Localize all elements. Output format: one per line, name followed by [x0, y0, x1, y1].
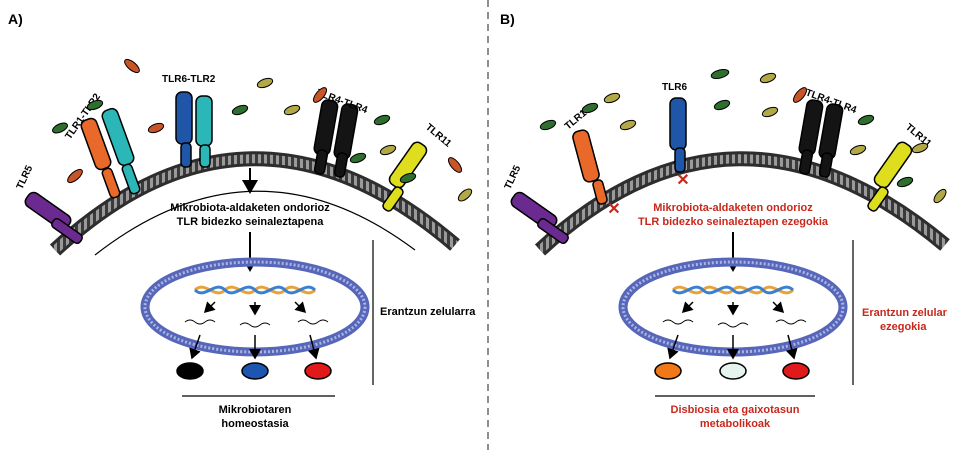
nucleus-texture: [143, 260, 367, 354]
response-label-line2-b: ezegokia: [880, 321, 927, 333]
output-arrows: [189, 334, 320, 360]
tlr1-tlr2-receptor: [80, 107, 141, 199]
outcome-black: [176, 362, 204, 380]
panel-a: A) TLR5 TLR1-TLR2 TLR6-TLR2: [8, 11, 476, 430]
tlr6-tlr2-label: TLR6-TLR2: [162, 74, 216, 85]
tlr6-blocked-mark: ✕: [676, 172, 689, 189]
bacteria-cluster-b: [539, 68, 947, 204]
dna-helix: [193, 285, 317, 295]
tlr1-blocked-mark: ✕: [607, 201, 620, 218]
outcome-blue: [241, 362, 269, 380]
tlr5-label-b: TLR5: [503, 164, 524, 192]
tlr4-tlr4-receptor-b: [798, 99, 844, 178]
tlr6-label-b: TLR6: [662, 82, 687, 93]
tlr5-receptor-b: [510, 191, 569, 245]
response-label: Erantzun zelularra: [380, 306, 476, 318]
tlr11-label: TLR11: [423, 122, 453, 150]
panel-a-tag: A): [8, 11, 23, 27]
outcome-line1: Mikrobiotaren: [219, 404, 292, 416]
tlr11-receptor: [382, 141, 428, 212]
outcome-pale: [719, 362, 747, 380]
panel-b-tag: B): [500, 11, 515, 27]
cell-membrane-texture: [51, 154, 458, 254]
outcome-red-b: [782, 362, 810, 380]
output-arrows-b: [667, 334, 798, 360]
outcome-red: [304, 362, 332, 380]
outcome-line2-b: metabolikoak: [700, 418, 771, 430]
transcription-arrows: [184, 301, 329, 328]
signal-text-line1-b: Mikrobiota-aldaketen ondorioz: [653, 202, 813, 214]
bacteria-cluster: [52, 58, 473, 202]
response-label-line1-b: Erantzun zelular: [862, 307, 948, 319]
tlr4-tlr4-receptor: [313, 99, 359, 178]
outcome-orange: [654, 362, 682, 380]
signal-text-line1: Mikrobiota-aldaketen ondorioz: [170, 202, 330, 214]
tlr11-receptor-b: [867, 141, 913, 212]
outcome-line2: homeostasia: [221, 418, 289, 430]
tlr5-label: TLR5: [15, 164, 36, 192]
panel-b: B) TLR5 TLR1 ✕ TLR6 ✕ TLR4-TLR4: [500, 11, 950, 430]
outcome-line1-b: Disbiosia eta gaixotasun: [671, 404, 800, 416]
tlr6-tlr2-receptor: [175, 91, 213, 168]
dna-helix-b: [671, 285, 795, 295]
nucleus-b-texture: [621, 260, 845, 354]
tlr6-receptor-b: [669, 97, 687, 173]
signal-text-line2: TLR bidezko seinaleztapena: [177, 216, 325, 228]
cell-membrane-b-texture: [536, 154, 948, 254]
signal-text-line2-b: TLR bidezko seinaleztapen ezegokia: [638, 216, 829, 228]
tlr5-receptor: [24, 191, 83, 245]
transcription-arrows-b: [662, 301, 807, 328]
tlr1-receptor-b: [572, 129, 608, 205]
